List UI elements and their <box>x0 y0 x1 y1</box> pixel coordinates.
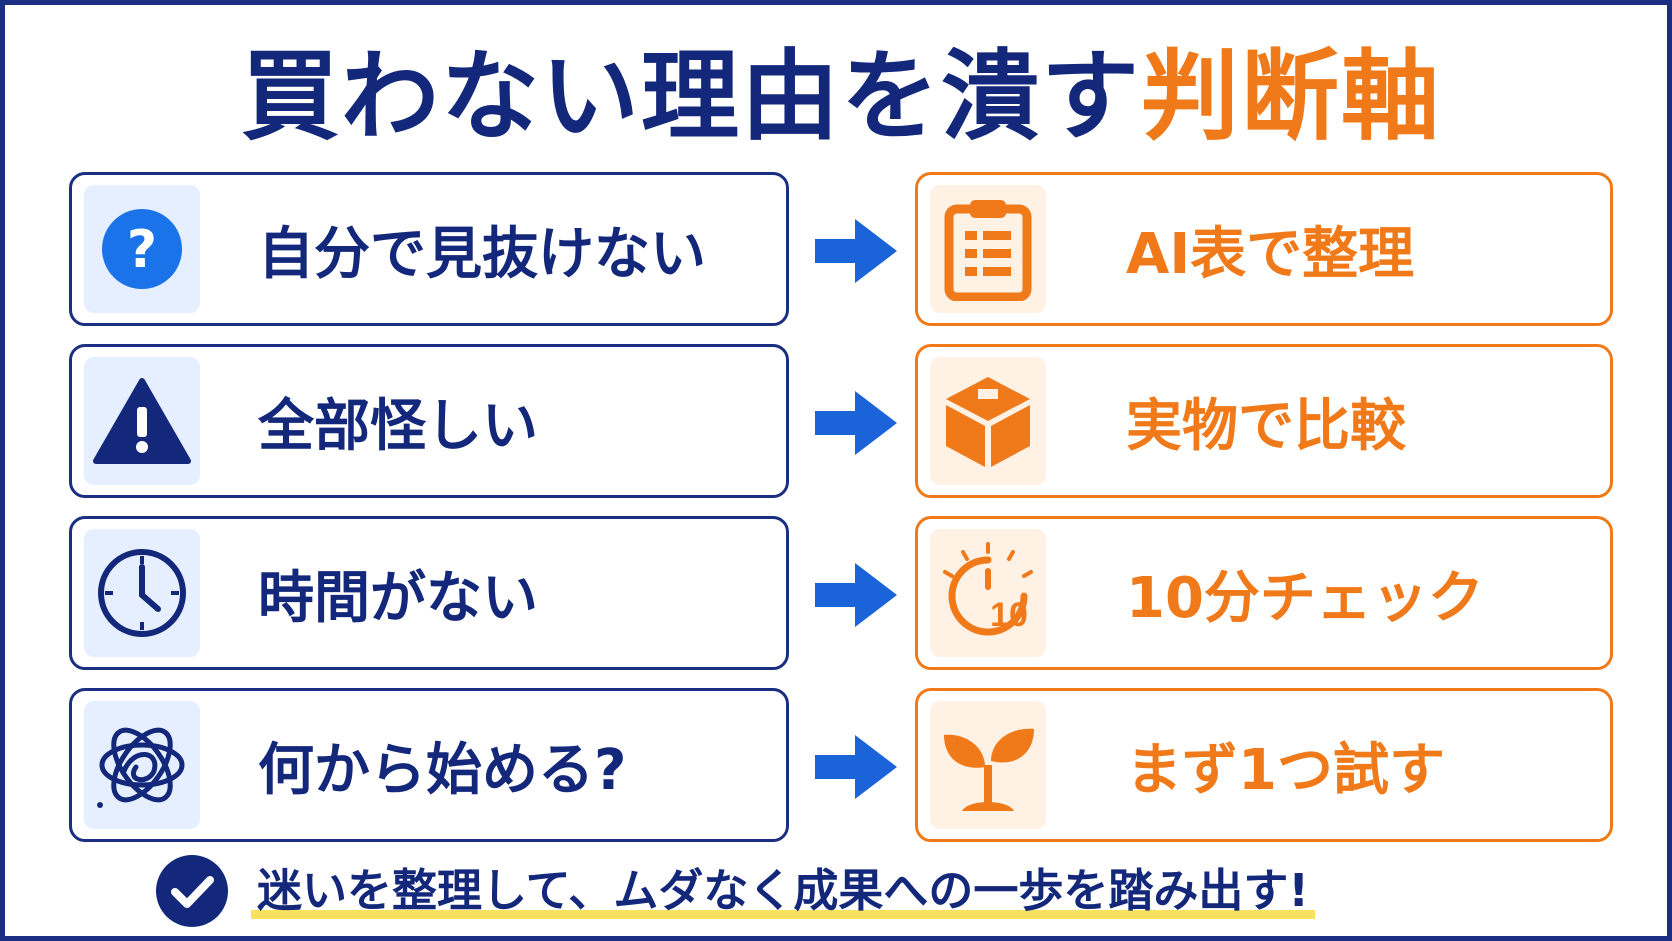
problem-card-2: 全部怪しい <box>69 344 789 498</box>
footer-text: 迷いを整理して、ムダなく成果への一歩を踏み出す! <box>251 859 1315 923</box>
timer-10-icon: 10 <box>930 529 1046 657</box>
problem-label-2: 全部怪しい <box>258 393 538 459</box>
problem-label-4: 何から始める? <box>258 737 627 803</box>
solution-label-4: まず1つ試す <box>1126 737 1445 803</box>
svg-text:?: ? <box>127 220 157 280</box>
solution-card-4: まず1つ試す <box>915 688 1613 842</box>
sprout-icon <box>930 701 1046 829</box>
solution-label-3: 10分チェック <box>1126 565 1484 631</box>
problem-label-1: 自分で見抜けない <box>258 221 706 287</box>
solution-card-3: 10 10分チェック <box>915 516 1613 670</box>
footer: 迷いを整理して、ムダなく成果への一歩を踏み出す! <box>155 851 1315 931</box>
timer-number: 10 <box>990 596 1028 634</box>
arrow-right-icon <box>815 735 897 799</box>
problem-card-4: 何から始める? <box>69 688 789 842</box>
solution-card-1: AI表で整理 <box>915 172 1613 326</box>
problem-card-3: 時間がない <box>69 516 789 670</box>
question-circle-icon: ? <box>84 185 200 313</box>
clock-icon <box>84 529 200 657</box>
box-icon <box>930 357 1046 485</box>
title-main: 買わない理由を潰す <box>240 40 1141 154</box>
page-title: 買わない理由を潰す判断軸 <box>5 39 1672 155</box>
problem-label-3: 時間がない <box>258 565 538 631</box>
solution-label-2: 実物で比較 <box>1126 393 1406 459</box>
title-accent: 判断軸 <box>1141 40 1442 154</box>
clipboard-list-icon <box>930 185 1046 313</box>
solution-card-2: 実物で比較 <box>915 344 1613 498</box>
tangled-lines-icon <box>84 701 200 829</box>
solution-label-1: AI表で整理 <box>1126 221 1415 287</box>
warning-triangle-icon <box>84 357 200 485</box>
arrow-right-icon <box>815 563 897 627</box>
arrow-right-icon <box>815 219 897 283</box>
check-circle-icon <box>156 855 228 927</box>
arrow-right-icon <box>815 391 897 455</box>
problem-card-1: ? 自分で見抜けない <box>69 172 789 326</box>
